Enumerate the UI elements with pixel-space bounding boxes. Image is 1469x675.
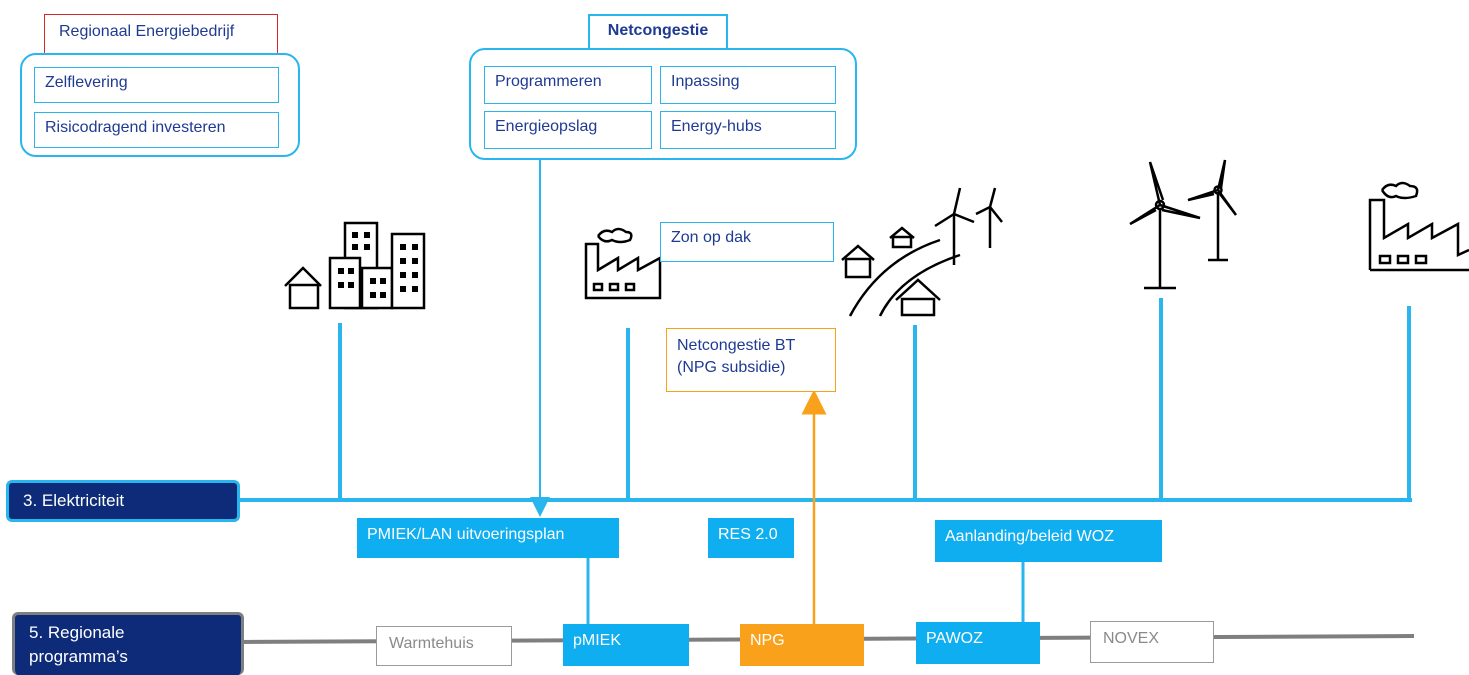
res-text: RES 2.0 [718,526,778,543]
pmiek-lan-text: PMIEK/LAN uitvoeringsplan [367,526,565,543]
regional-energy-title: Regionaal Energiebedrijf [44,14,278,54]
pawoz-text: PAWOZ [926,630,983,647]
regionale-programmas-label: 5. Regionale programma’s [12,612,244,675]
warmtehuis-box: Warmtehuis [376,626,512,666]
regionale-line2: programma’s [29,647,128,666]
item-energieopslag-text: Energieopslag [495,118,598,135]
npg-text: NPG [750,632,785,649]
item-programmeren-text: Programmeren [495,73,602,90]
warmtehuis-text: Warmtehuis [389,635,474,652]
item-zelflevering: Zelflevering [34,67,279,103]
aanlanding-box: Aanlanding/beleid WOZ [935,520,1162,562]
elektriciteit-label-text: 3. Elektriciteit [23,491,125,510]
item-programmeren: Programmeren [484,66,652,104]
res-box: RES 2.0 [708,518,794,558]
factory-icon-right [1368,181,1469,272]
item-risicodragend-text: Risicodragend investeren [45,119,226,136]
regional-energy-title-text: Regionaal Energiebedrijf [59,23,235,40]
factory-icon [584,227,662,300]
zon-op-dak-text: Zon op dak [671,229,752,246]
pmiek-box: pMIEK [563,624,689,666]
item-inpassing-text: Inpassing [671,73,740,90]
houses-buildings-icon [284,221,426,310]
item-zelflevering-text: Zelflevering [45,74,128,91]
item-energy-hubs: Energy-hubs [660,111,836,149]
regionale-line1: 5. Regionale [29,623,125,642]
pmiek-text: pMIEK [573,632,622,649]
npg-box: NPG [740,624,864,666]
novex-box: NOVEX [1090,621,1214,663]
item-energieopslag: Energieopslag [484,111,652,149]
item-energy-hubs-text: Energy-hubs [671,118,762,135]
novex-text: NOVEX [1103,630,1160,647]
item-risicodragend: Risicodragend investeren [34,112,279,148]
wind-turbines-icon [1129,159,1238,290]
pawoz-box: PAWOZ [916,622,1040,664]
aanlanding-text: Aanlanding/beleid WOZ [945,528,1114,545]
netcongestie-bt-box: Netcongestie BT (NPG subsidie) [666,328,836,392]
pmiek-lan-box: PMIEK/LAN uitvoeringsplan [357,518,619,558]
item-inpassing: Inpassing [660,66,836,104]
zon-op-dak-box: Zon op dak [660,222,834,262]
netcongestie-bt-line2: (NPG subsidie) [677,359,786,376]
netcongestie-title: Netcongestie [588,14,728,50]
elektriciteit-label: 3. Elektriciteit [6,480,240,522]
countryside-wind-icon [841,187,1003,317]
netcongestie-title-text: Netcongestie [607,22,709,39]
netcongestie-bt-line1: Netcongestie BT [677,337,796,354]
